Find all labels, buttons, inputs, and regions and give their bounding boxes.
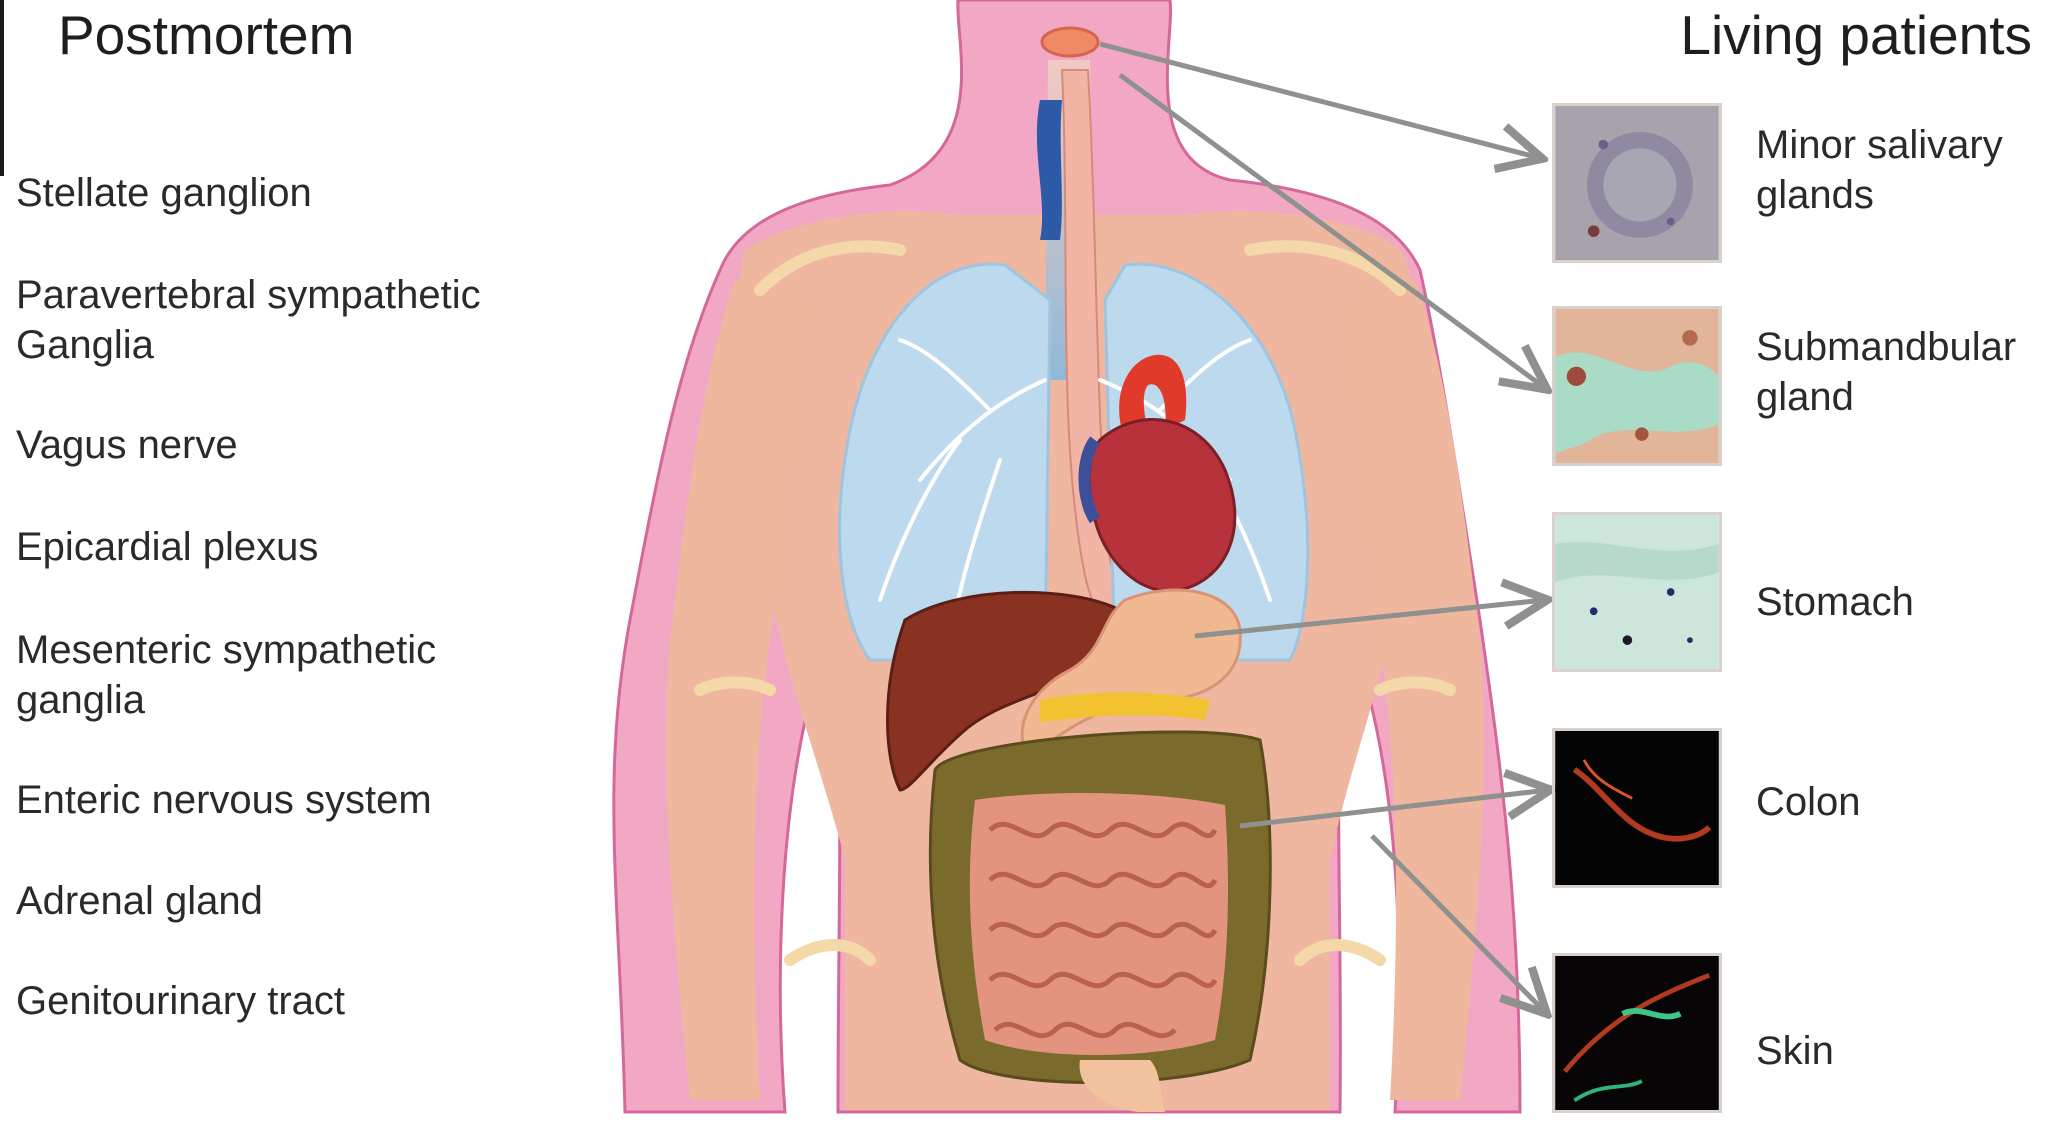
site-label-line: Skin [1756, 1026, 1834, 1076]
site-label-line: Minor salivary [1756, 120, 2003, 170]
site-label-line: gland [1756, 372, 2016, 422]
living-site-label: Minor salivary glands [1756, 120, 2003, 220]
salivary-histology-tile [1552, 103, 1722, 263]
stomach-histology-tile [1552, 512, 1722, 672]
submandibular-histology-tile [1552, 306, 1722, 466]
site-label-line: Stomach [1756, 577, 1914, 627]
colon-fluorescence-image [1555, 731, 1719, 885]
living-site-label: Submandbular gland [1756, 322, 2016, 422]
living-site-label: Colon [1756, 777, 1861, 827]
skin-fluorescence-tile [1552, 953, 1722, 1113]
stomach-histology-image [1555, 515, 1719, 669]
living-site-label: Skin [1756, 1026, 1834, 1076]
skin-fluorescence-image [1555, 956, 1719, 1110]
submandibular-histology-image [1555, 309, 1719, 463]
salivary-histology-image [1555, 106, 1719, 260]
colon-fluorescence-tile [1552, 728, 1722, 888]
living-site-label: Stomach [1756, 577, 1914, 627]
site-label-line: Submandbular [1756, 322, 2016, 372]
site-label-line: Colon [1756, 777, 1861, 827]
site-label-line: glands [1756, 170, 2003, 220]
mouth [1042, 28, 1098, 56]
